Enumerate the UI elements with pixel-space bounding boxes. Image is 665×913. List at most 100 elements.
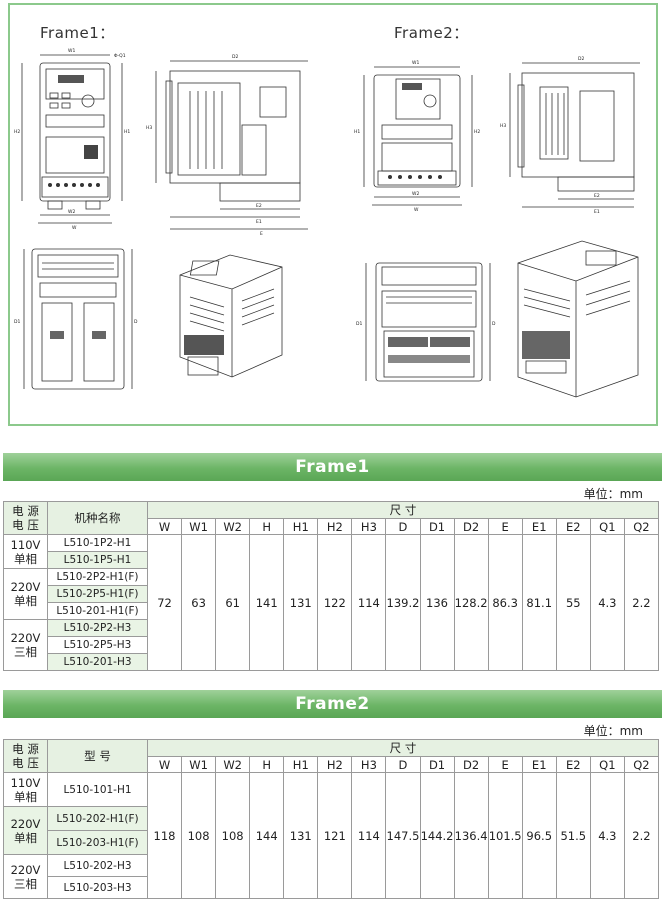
model-cell: L510-201-H3: [47, 653, 148, 671]
dimension-drawing-panel: Frame1： Frame2： W1 W2: [8, 3, 658, 426]
frame2-spec-table: 电 源 电 压 型 号 尺 寸 W W1 W2 H H1 H2 H3 D D1 …: [3, 739, 660, 899]
value-e1: 96.5: [521, 772, 557, 899]
value-w1: 63: [181, 534, 217, 671]
model-cell: L510-1P2-H1: [47, 534, 148, 552]
dim-w1-label: W1: [68, 48, 75, 54]
value-q2: 2.2: [623, 534, 660, 671]
dim-h3-label-2: H3: [500, 123, 506, 129]
value-h2: 122: [317, 534, 353, 671]
value-h1: 131: [283, 772, 319, 899]
col-header-e2: E2: [555, 756, 591, 773]
frame1-bottom-view: D1 D: [14, 248, 138, 390]
frame2-title-band: Frame2: [3, 690, 662, 718]
dim-h2-label-2: H2: [474, 129, 480, 135]
col-header-h2: H2: [317, 756, 353, 773]
dim-e1-label: E1: [256, 219, 262, 225]
model-header: 型 号: [47, 739, 148, 773]
model-cell: L510-2P5-H3: [47, 636, 148, 654]
dim-w-label-2: W: [414, 207, 419, 213]
value-q1: 4.3: [589, 534, 625, 671]
dim-h1-label: H1: [124, 129, 130, 135]
dim-d2-label: D2: [232, 54, 238, 60]
voltage-cell: 110V 单相: [3, 772, 48, 807]
value-d: 147.5: [385, 772, 421, 899]
frame1-front-view: W1 W2 W H2 H1 Φ-Q1: [14, 48, 130, 231]
frame1-3d-view: [179, 254, 283, 378]
value-h: 144: [249, 772, 285, 899]
dim-h3-label: H3: [146, 125, 152, 131]
col-header-q2: Q2: [623, 518, 660, 535]
dim-d1-label-2: D1: [356, 321, 362, 327]
model-header: 机种名称: [47, 501, 148, 535]
size-header: 尺 寸: [147, 739, 659, 757]
frame2-bottom-view: D1 D: [356, 262, 496, 382]
col-header-h1: H1: [283, 756, 319, 773]
value-w2: 61: [215, 534, 251, 671]
dim-q1-label: Φ-Q1: [114, 53, 126, 59]
dim-w2-label-2: W2: [412, 191, 419, 197]
value-w1: 108: [181, 772, 217, 899]
dim-e2-label-2: E2: [594, 193, 600, 199]
value-h3: 114: [351, 534, 387, 671]
model-cell: L510-2P5-H1(F): [47, 585, 148, 603]
col-header-d: D: [385, 518, 421, 535]
size-header: 尺 寸: [147, 501, 659, 519]
model-cell: L510-202-H3: [47, 854, 148, 877]
value-e2: 55: [555, 534, 591, 671]
frame2-label: Frame2：: [394, 24, 469, 42]
dim-d-label-2: D: [492, 321, 496, 327]
value-e: 101.5: [487, 772, 523, 899]
dim-e1-label-2: E1: [594, 209, 600, 215]
dim-h1-label-2: H1: [354, 129, 360, 135]
voltage-cell: 110V 单相: [3, 534, 48, 569]
col-header-q1: Q1: [589, 518, 625, 535]
value-e1: 81.1: [521, 534, 557, 671]
dim-d-label: D: [134, 319, 138, 325]
voltage-cell: 220V 三相: [3, 854, 48, 899]
voltage-cell: 220V 单相: [3, 568, 48, 620]
value-w: 72: [146, 534, 183, 671]
col-header-e2: E2: [555, 518, 591, 535]
frame2-side-view: D2 H3 E2 E1: [500, 56, 640, 215]
model-cell: L510-203-H3: [47, 876, 148, 899]
frame2-unit: 单位：mm: [583, 724, 643, 738]
col-header-h1: H1: [283, 518, 319, 535]
dim-w1-label-2: W1: [412, 60, 419, 66]
col-header-w2: W2: [215, 518, 251, 535]
model-cell: L510-101-H1: [47, 772, 148, 807]
value-d2: 136.4: [453, 772, 489, 899]
col-header-d1: D1: [419, 518, 455, 535]
value-h1: 131: [283, 534, 319, 671]
col-header-w2: W2: [215, 756, 251, 773]
col-header-e: E: [487, 518, 523, 535]
frame1-title-band: Frame1: [3, 453, 662, 481]
col-header-w: W: [146, 518, 183, 535]
col-header-h3: H3: [351, 756, 387, 773]
col-header-e1: E1: [521, 756, 557, 773]
col-header-q1: Q1: [589, 756, 625, 773]
voltage-header: 电 源 电 压: [3, 739, 48, 773]
frame1-unit: 单位：mm: [583, 487, 643, 501]
model-cell: L510-2P2-H3: [47, 619, 148, 637]
voltage-cell: 220V 单相: [3, 806, 48, 855]
frame1-label: Frame1：: [40, 24, 115, 42]
col-header-w1: W1: [181, 518, 217, 535]
model-cell: L510-201-H1(F): [47, 602, 148, 620]
frame2-front-view: W1 W2 W H1 H2: [354, 60, 480, 213]
value-d2: 128.2: [453, 534, 489, 671]
dim-e2-label: E2: [256, 203, 262, 209]
value-d: 139.2: [385, 534, 421, 671]
value-w: 118: [146, 772, 183, 899]
value-e: 86.3: [487, 534, 523, 671]
frame1-side-view: D2 H3 E2 E1 E: [146, 54, 308, 237]
col-header-h: H: [249, 756, 285, 773]
dim-h2-label: H2: [14, 129, 20, 135]
col-header-h2: H2: [317, 518, 353, 535]
value-e2: 51.5: [555, 772, 591, 899]
col-header-d: D: [385, 756, 421, 773]
value-q2: 2.2: [623, 772, 660, 899]
voltage-header: 电 源 电 压: [3, 501, 48, 535]
value-h: 141: [249, 534, 285, 671]
col-header-h: H: [249, 518, 285, 535]
col-header-q2: Q2: [623, 756, 660, 773]
